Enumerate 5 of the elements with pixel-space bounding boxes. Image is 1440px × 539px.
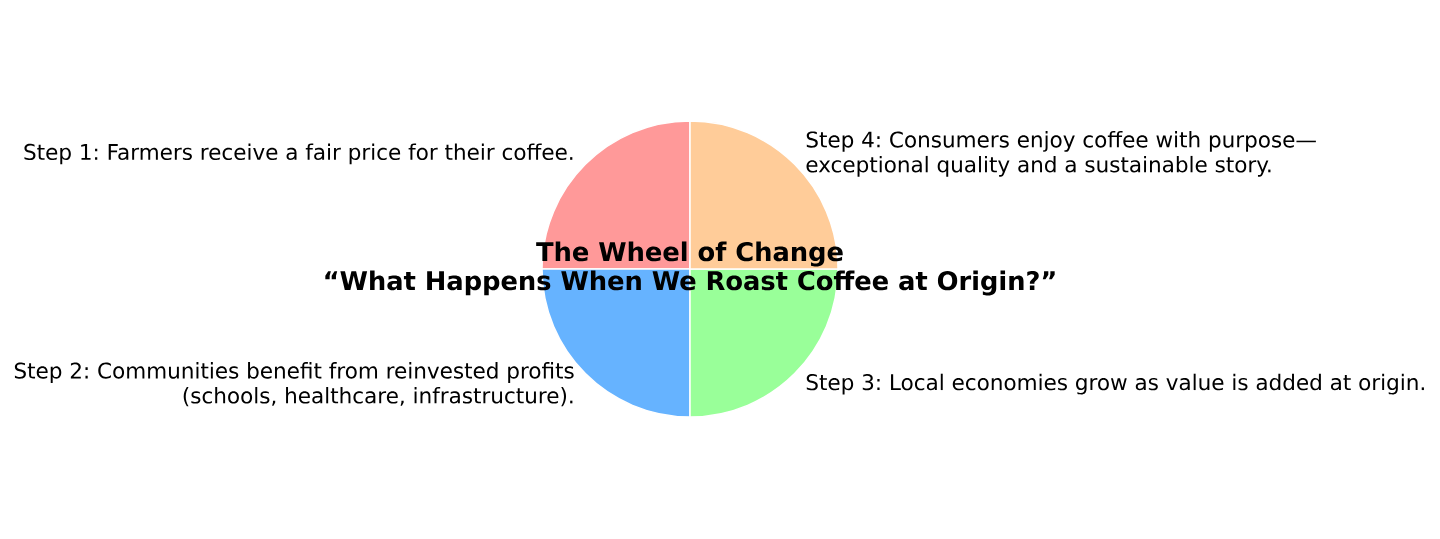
title: The Wheel of Change <box>536 241 843 267</box>
step-label: Step 3: Local economies grow as value is added at origin. <box>806 373 1424 395</box>
step-label: Step 2: Communities benefit from reinvested profits (schools, healthcare, infrastructure). <box>14 362 574 407</box>
step-label: Step 1: Farmers receive a fair price for their coffee. <box>24 143 573 165</box>
step-label: Step 4: Consumers enjoy coffee with purpose— exceptional quality and a sustainable story. <box>806 131 1316 177</box>
